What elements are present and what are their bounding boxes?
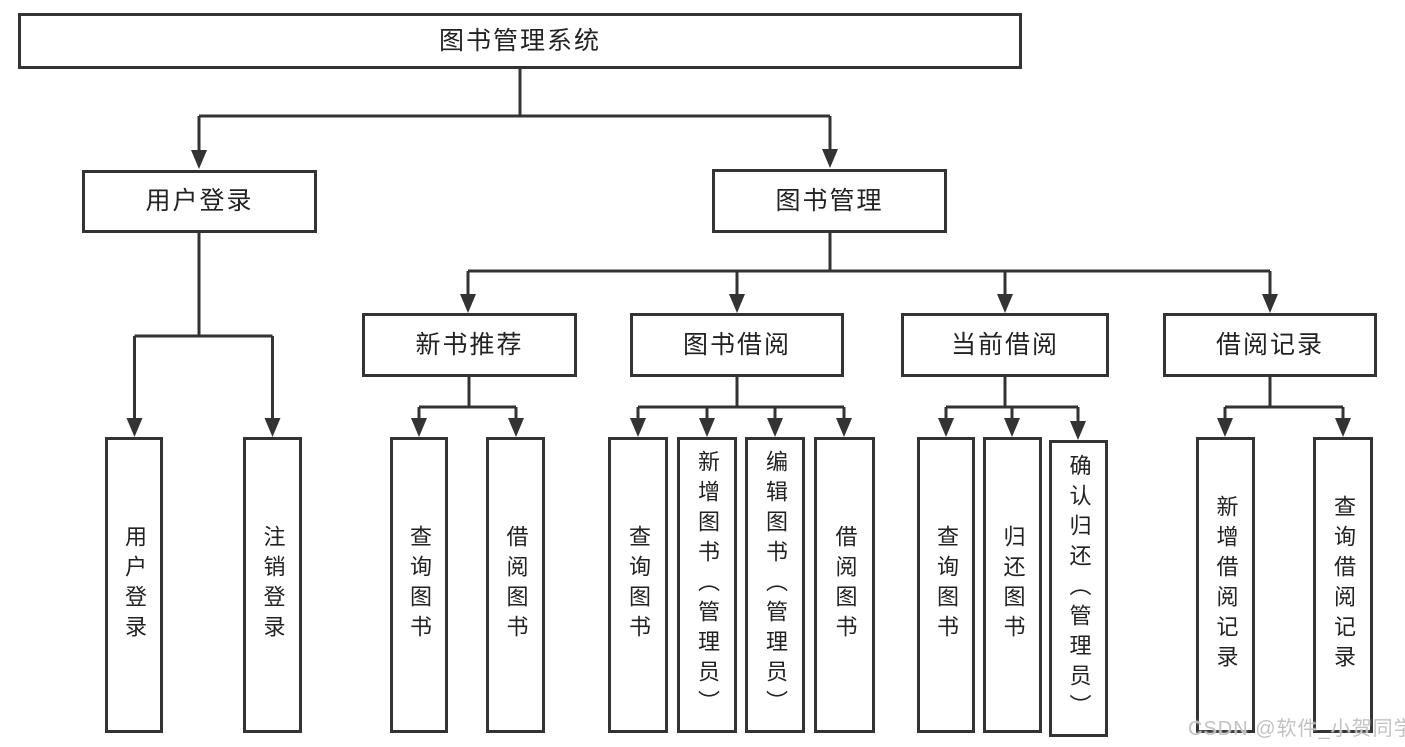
leaf-cb-return-books: 归还图书 [983,437,1042,733]
node-current-borrow: 当前借阅 [901,313,1109,377]
leaf-bb-edit-books-admin: 编辑图书（管理员） [745,437,805,733]
node-new-book-recommend: 新书推荐 [362,313,577,377]
leaf-nb-query-books: 查询图书 [390,437,448,733]
leaf-br-query-record: 查询借阅记录 [1313,437,1373,733]
arrowhead-icons [126,149,1351,440]
leaf-nb-borrow-books: 借阅图书 [486,437,545,733]
node-book-management: 图书管理 [712,169,947,233]
node-borrow-records: 借阅记录 [1163,313,1377,377]
leaf-bb-query-books: 查询图书 [608,437,668,733]
csdn-watermark: CSDN @软件_小贺同学 [1188,718,1405,740]
leaf-br-add-record: 新增借阅记录 [1196,437,1255,733]
leaf-logout: 注销登录 [243,437,302,733]
leaf-cb-confirm-return-admin: 确认归还（管理员） [1049,440,1108,737]
node-library-system: 图书管理系统 [18,13,1022,69]
leaf-cb-query-books: 查询图书 [917,437,975,733]
node-book-borrow: 图书借阅 [630,313,844,377]
leaf-bb-borrow-books: 借阅图书 [814,437,875,733]
leaf-bb-add-books-admin: 新增图书（管理员） [677,437,737,733]
node-user-login: 用户登录 [82,170,317,233]
leaf-user-login: 用户登录 [105,437,163,733]
